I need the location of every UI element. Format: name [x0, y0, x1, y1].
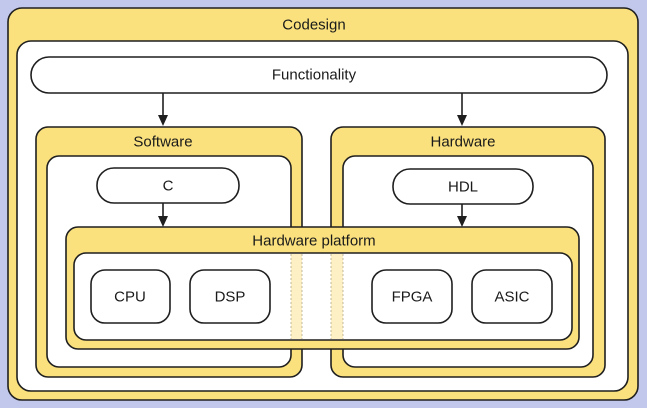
dsp-label: DSP	[215, 289, 246, 306]
hardware-platform-title: Hardware platform	[252, 233, 375, 250]
cpu-label: CPU	[114, 289, 146, 306]
functionality-box	[30, 56, 608, 94]
arrowhead-icon	[158, 115, 168, 126]
arrowhead-icon	[158, 216, 168, 227]
software-title: Software	[133, 134, 192, 151]
arrowhead-icon	[457, 216, 467, 227]
arrow-hdl-to-platform	[457, 204, 467, 227]
arrow-functionality-to-software	[158, 93, 168, 126]
platform-component-fpga: FPGA	[371, 269, 453, 324]
hardware-title: Hardware	[430, 134, 495, 151]
c-language-box	[96, 167, 240, 204]
c-language-label: C	[163, 178, 174, 195]
platform-component-asic: ASIC	[471, 269, 553, 324]
platform-component-dsp: DSP	[189, 269, 271, 324]
arrow-c-to-platform	[158, 203, 168, 227]
hdl-language-box	[392, 168, 534, 205]
platform-component-cpu: CPU	[90, 269, 171, 324]
codesign-title: Codesign	[282, 17, 345, 34]
arrow-functionality-to-hardware	[457, 93, 467, 126]
asic-label: ASIC	[494, 289, 529, 306]
hdl-language-label: HDL	[448, 179, 478, 196]
arrowhead-icon	[457, 115, 467, 126]
overlap-strips	[290, 254, 344, 339]
functionality-label: Functionality	[272, 67, 357, 84]
fpga-label: FPGA	[392, 289, 433, 306]
